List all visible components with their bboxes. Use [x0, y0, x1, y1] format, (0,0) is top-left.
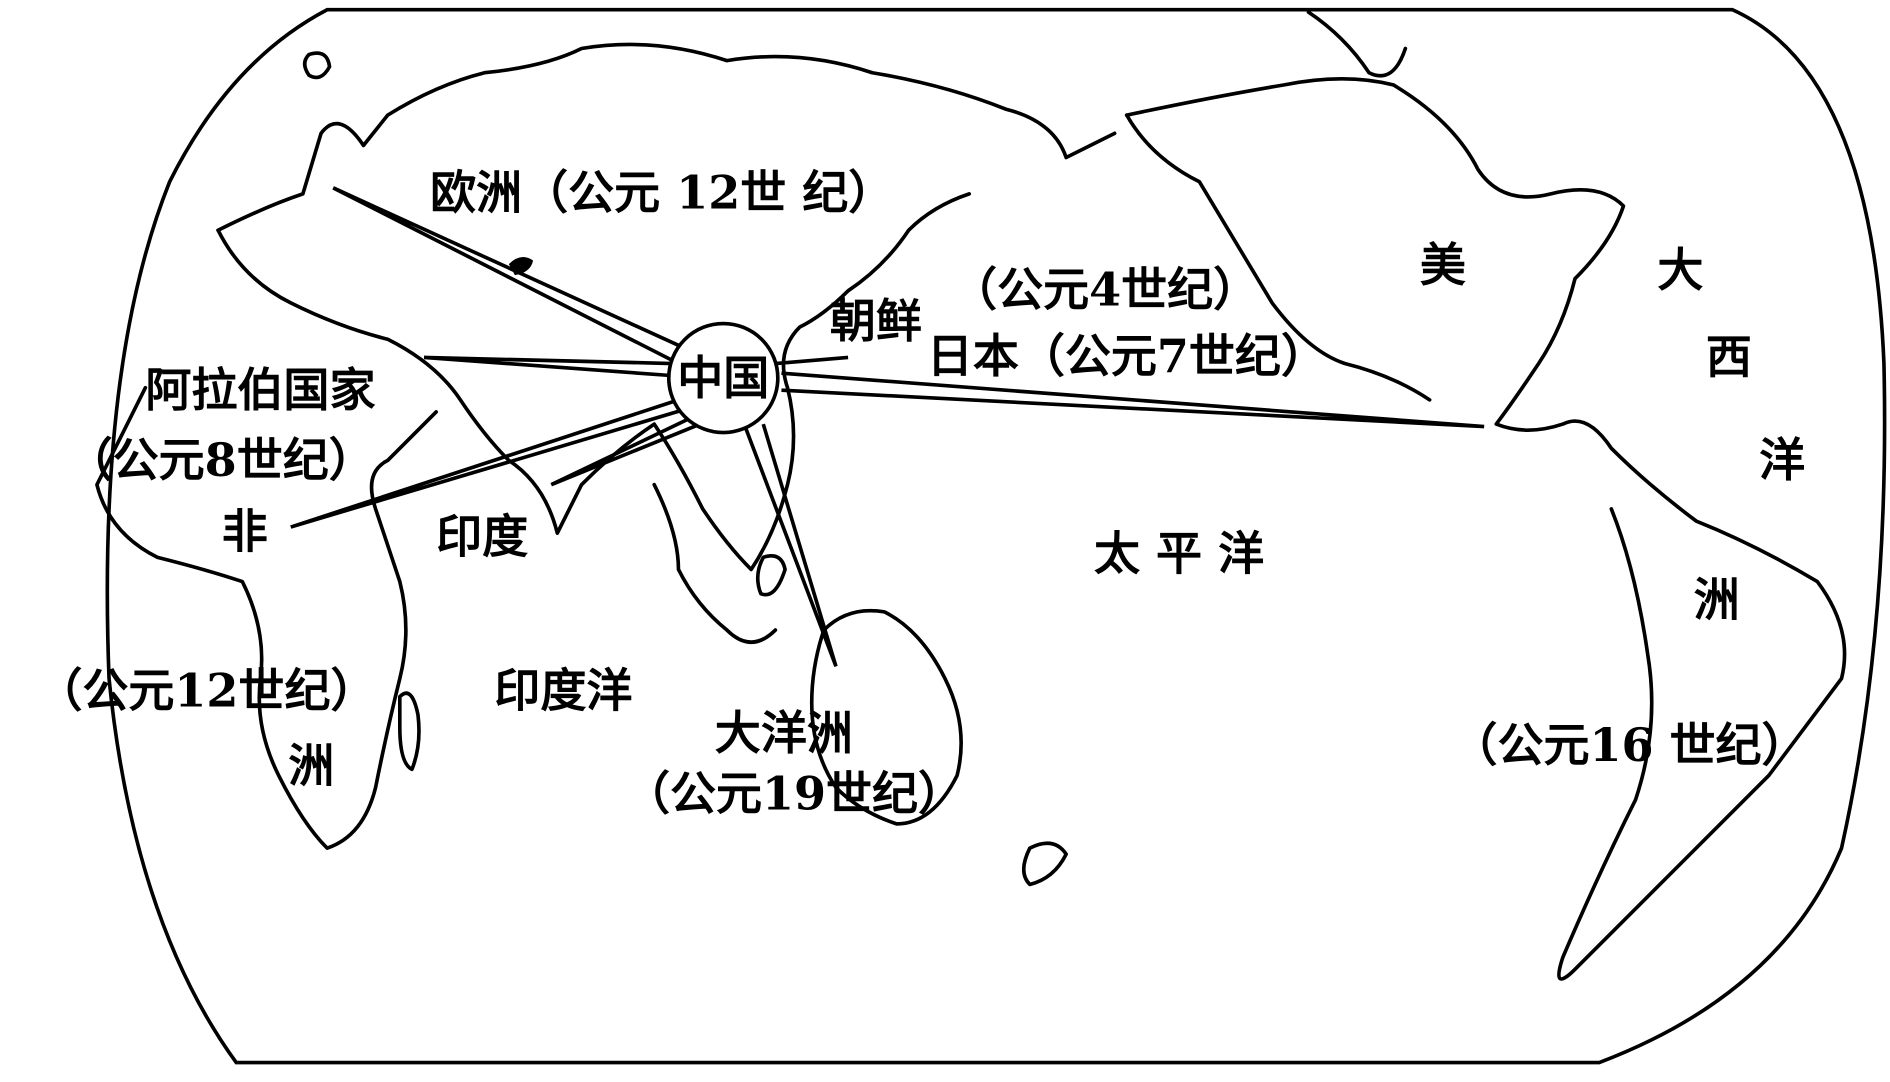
ray-arab	[423, 355, 673, 378]
ray-japan	[775, 355, 849, 366]
label-atlantic-2: 西	[1706, 330, 1752, 384]
label-africa-date: （公元12世纪）	[36, 663, 376, 717]
label-indian-ocean: 印度洋	[494, 663, 632, 717]
label-america-1: 美	[1420, 238, 1466, 292]
ray-india	[550, 416, 701, 487]
label-atlantic-3: 洋	[1759, 433, 1805, 487]
label-korea-date: （公元4世纪）	[951, 262, 1259, 316]
china-circle	[666, 321, 780, 435]
label-africa-2: 洲	[288, 738, 334, 792]
label-oceania: 大洋洲	[715, 706, 853, 760]
ray-oceania	[743, 423, 838, 668]
label-africa-1: 非	[222, 505, 268, 559]
label-arab: 阿拉伯国家	[145, 363, 375, 417]
label-india: 印度	[436, 510, 528, 564]
china-label: 中国	[677, 351, 769, 405]
label-oceania-date: （公元19世纪）	[624, 766, 964, 820]
diffusion-rays	[290, 186, 1485, 668]
label-america-2: 洲	[1694, 573, 1740, 627]
label-atlantic-1: 大	[1657, 243, 1703, 297]
europe-marker	[508, 257, 534, 276]
label-america-date: （公元16 世纪）	[1451, 718, 1807, 772]
ray-europe	[332, 186, 680, 366]
label-japan: 日本（公元7世纪）	[927, 329, 1327, 383]
label-korea: 朝鲜	[830, 294, 922, 348]
label-europe: 欧洲（公元 12世 纪）	[430, 165, 894, 219]
label-pacific: 太 平 洋	[1094, 526, 1264, 580]
ray-africa	[290, 398, 686, 529]
coastlines	[95, 10, 1847, 981]
label-arab-date: （公元8世纪）	[67, 433, 375, 487]
ray-america	[781, 371, 1485, 429]
map-frame	[105, 7, 1887, 1065]
